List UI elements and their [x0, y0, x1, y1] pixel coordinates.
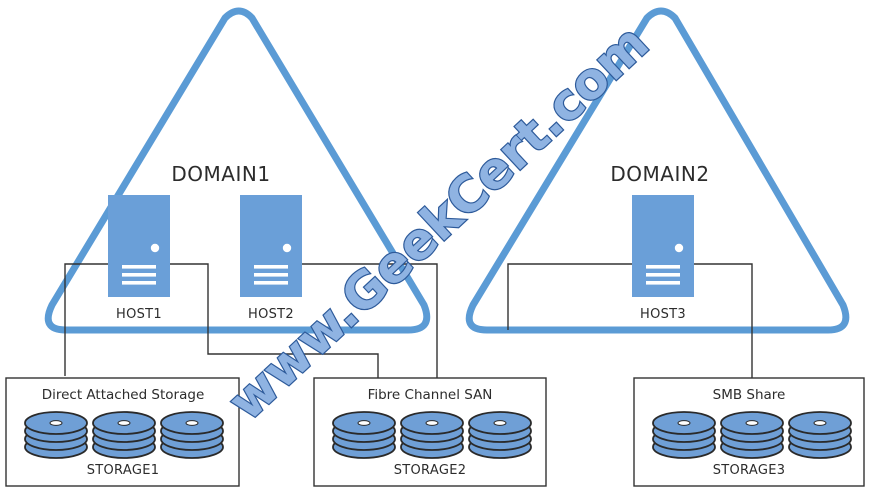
storage2-name: STORAGE2	[394, 463, 467, 478]
host1-server-icon	[108, 195, 170, 297]
host1-to-storage2-line	[170, 263, 379, 378]
host3-to-storage3-line	[507, 263, 632, 330]
storage2-disk-icon	[468, 411, 532, 459]
domain2-triangle	[465, 7, 850, 334]
storage3-disk-icon	[720, 411, 784, 459]
host3-server-icon	[632, 195, 694, 297]
domain2-label: DOMAIN2	[610, 162, 709, 186]
storage2-disk-icon	[400, 411, 464, 459]
host1-to-storage1-line	[64, 263, 108, 376]
storage2-type-label: Fibre Channel SAN	[368, 387, 493, 403]
storage1-name: STORAGE1	[87, 463, 160, 478]
storage1-disk-icon	[24, 411, 88, 459]
host2-label: HOST2	[248, 307, 294, 322]
host2-to-storage2-line	[302, 263, 438, 378]
domain1-triangle	[44, 7, 431, 334]
domain1-label: DOMAIN1	[171, 162, 270, 186]
host3-label: HOST3	[640, 307, 686, 322]
storage2-disk-icon	[332, 411, 396, 459]
storage3-disk-icon	[652, 411, 716, 459]
host3-to-storage3-line-right	[694, 263, 753, 378]
host2-server-icon	[240, 195, 302, 297]
connection-lines	[64, 263, 753, 378]
storage1-type-label: Direct Attached Storage	[42, 387, 205, 403]
storage1-disk-icon	[92, 411, 156, 459]
storage1-disk-icon	[160, 411, 224, 459]
storage3-name: STORAGE3	[713, 463, 786, 478]
storage3-type-label: SMB Share	[713, 387, 786, 403]
storage3-disk-icon	[788, 411, 852, 459]
host1-label: HOST1	[116, 307, 162, 322]
